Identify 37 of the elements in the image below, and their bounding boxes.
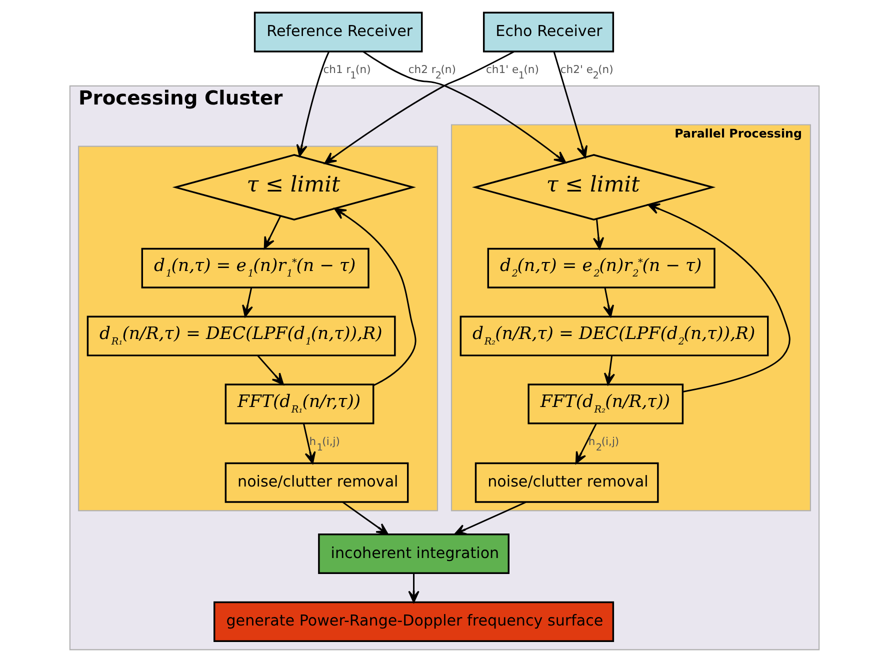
arrow [454, 502, 526, 535]
node-box: FFT(d$_{R₁}$(n/r,τ)) [224, 384, 374, 424]
edge-label: ch1' e$_{1}$(n) [486, 63, 539, 82]
arrow [604, 356, 616, 386]
node-box: noise/clutter removal [224, 462, 409, 503]
node-box: noise/clutter removal [474, 462, 659, 503]
arrow [553, 51, 588, 158]
arrow [603, 288, 614, 318]
arrow [257, 355, 284, 386]
node-box: d$_{R₁}$(n/R,τ) = DEC(LPF(d$_{1}$(n,τ)),R) [86, 316, 396, 356]
arrow [408, 574, 420, 603]
edge-label: ch2 r$_{2}$(n) [408, 63, 456, 82]
node-box: d$_{1}$(n,τ) = e$_{1}$(n)r$_{1}$$^{*}$(n − τ) [141, 248, 370, 288]
node-box: Reference Receiver [254, 12, 423, 52]
node-box: FFT(d$_{R₂}$(n/R,τ)) [528, 384, 684, 424]
arrow [362, 51, 566, 164]
arrow [648, 203, 790, 392]
node-box: Echo Receiver [482, 12, 614, 52]
arrow [342, 502, 388, 535]
node-box: generate Power-Range-Doppler frequency surface [214, 601, 614, 642]
arrow [324, 51, 514, 164]
arrow [592, 218, 604, 250]
node-diamond: τ ≤ limit [472, 154, 716, 221]
edge-label: ch2' e$_{2}$(n) [560, 63, 614, 82]
edge-label: h$_{2}$(i,j) [588, 434, 620, 454]
arrow [575, 423, 597, 464]
arrow [296, 51, 330, 157]
edge-label: ch1 r$_{1}$(n) [323, 63, 371, 82]
node-box: d$_{R₂}$(n/R,τ) = DEC(LPF(d$_{2}$(n,τ)),R) [460, 316, 769, 356]
arrow [302, 423, 316, 464]
node-box: d$_{2}$(n,τ) = e$_{2}$(n)r$_{2}$$^{*}$(n − τ) [487, 248, 716, 288]
arrow [242, 288, 253, 318]
arrow [334, 208, 416, 386]
edge-label: h$_{1}$(i,j) [309, 434, 340, 454]
arrow [264, 216, 282, 250]
cluster [78, 146, 438, 512]
node-box: incoherent integration [318, 534, 510, 574]
